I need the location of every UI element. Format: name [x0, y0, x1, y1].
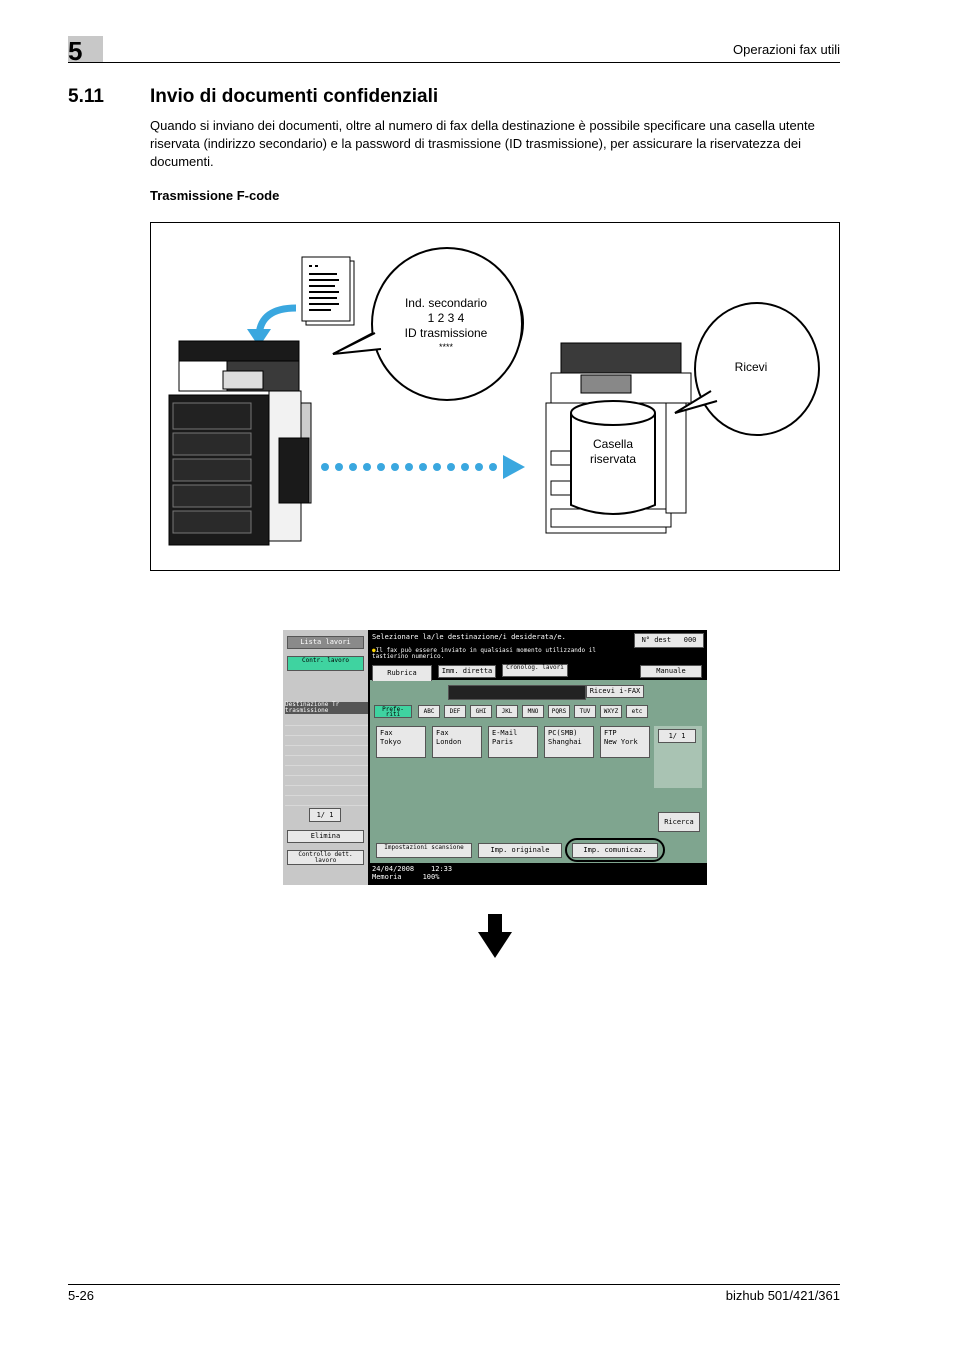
index-key-ghi[interactable]: GHI [470, 705, 492, 718]
index-key-abc[interactable]: ABC [418, 705, 440, 718]
callout-line: ID trasmissione [404, 326, 488, 340]
destination-list [285, 716, 368, 806]
control-panel-screen: Lista lavori Contr. lavoro Destinazione … [283, 630, 707, 885]
footer-rule [68, 1284, 840, 1285]
feed-arrow-icon [247, 304, 297, 347]
instruction-message: Selezionare la/le destinazione/i desider… [372, 633, 566, 641]
header-section-title: Operazioni fax utili [733, 42, 840, 57]
sender-callout-text: Ind. secondario 1 2 3 4 ID trasmissione … [381, 296, 511, 353]
sender-callout [332, 247, 525, 401]
mailbox-cylinder [570, 400, 656, 515]
destination-header: Destinazione Tr trasmissione [285, 702, 368, 714]
callout-line: 1 2 3 4 [427, 311, 465, 325]
tab-job-history[interactable]: Cronolog. lavori [502, 664, 568, 677]
callout-line: Ind. secondario [404, 296, 488, 310]
status-datetime: 24/04/2008 12:33 [372, 865, 452, 873]
scan-settings-button[interactable]: Impostazioni scansione [376, 843, 472, 858]
sender-mfp-icon [168, 340, 312, 546]
mailbox-line: Casella [592, 437, 634, 451]
tab-direct-input[interactable]: Imm. diretta [438, 665, 496, 678]
destination-name: London [436, 738, 462, 746]
fcode-illustration [168, 247, 820, 546]
callout-line: **** [438, 342, 453, 352]
index-key-mno[interactable]: MNO [522, 705, 544, 718]
comm-settings-button[interactable]: Imp. comunicaz. [572, 843, 658, 858]
index-key-jkl[interactable]: JKL [496, 705, 518, 718]
job-details-button[interactable]: Contr. lavoro [287, 656, 364, 671]
down-arrow-icon [478, 914, 512, 958]
screen-main-panel: Selezionare la/le destinazione/i desider… [370, 630, 707, 885]
chapter-box [68, 36, 103, 62]
status-bar: 24/04/2008 12:33 Memoria 100% [372, 865, 452, 881]
mailbox-label: Casella riservata [573, 437, 653, 467]
index-key-etc[interactable]: etc [626, 705, 648, 718]
page-number: 5-26 [68, 1288, 95, 1303]
fcode-figure: Ind. secondario 1 2 3 4 ID trasmissione … [150, 222, 840, 571]
status-memory: Memoria 100% [372, 873, 452, 881]
search-button[interactable]: Ricerca [658, 812, 700, 832]
check-job-button[interactable]: Controllo dett. lavoro [287, 850, 364, 865]
destination-smb-shanghai[interactable]: PC(SMB)Shanghai [544, 726, 594, 758]
receiver-callout [674, 302, 820, 436]
destination-type: E-Mail [492, 729, 518, 737]
section-title: Invio di documenti confidenziali [150, 86, 439, 107]
header-rule [68, 62, 840, 63]
receive-ifax-button[interactable]: Ricevi i-FAX [586, 685, 644, 698]
scan-settings-label: Impostazioni scansione [384, 844, 464, 851]
destination-type: Fax [436, 729, 449, 737]
dest-count-value: 000 [683, 636, 697, 644]
index-key-tuv[interactable]: TUV [574, 705, 596, 718]
subheading: Trasmissione F-code [150, 188, 280, 203]
destination-type: FTP [604, 729, 617, 737]
job-list-button[interactable]: Lista lavori [287, 636, 364, 649]
manual-button[interactable]: Manuale [640, 665, 702, 678]
transmission-arrow [321, 455, 525, 479]
destination-name: Shanghai [548, 738, 582, 746]
status-date: 24/04/2008 [372, 865, 415, 873]
memory-value: 100% [422, 873, 440, 881]
index-key-pqrs[interactable]: PQRS [548, 705, 570, 718]
destination-name: Paris [492, 738, 514, 746]
destination-type: PC(SMB) [548, 729, 578, 737]
destination-name: Tokyo [380, 738, 402, 746]
intro-paragraph: Quando si inviano dei documenti, oltre a… [150, 118, 815, 169]
destination-count: N° dest 000 [634, 633, 704, 648]
mailbox-line: riservata [589, 452, 636, 466]
index-key-favorites[interactable]: Prefe-riti [374, 705, 412, 718]
lightbulb-icon: ● [372, 647, 376, 654]
index-key-def[interactable]: DEF [444, 705, 466, 718]
section-number: 5.11 [68, 86, 104, 107]
index-key-wxyz[interactable]: WXYZ [600, 705, 622, 718]
highlight-ring [565, 838, 665, 862]
status-time: 12:33 [431, 865, 453, 873]
hint-text: ●Il fax può essere inviato in qualsiasi … [372, 648, 622, 660]
document-stack-icon [301, 256, 355, 326]
list-page-counter: 1/ 1 [658, 729, 696, 743]
dest-count-label: N° dest [641, 636, 672, 644]
left-page-counter: 1/ 1 [309, 808, 341, 822]
tab-address-book[interactable]: Rubrica [372, 665, 432, 681]
memory-label: Memoria [372, 873, 402, 881]
receiver-callout-text: Ricevi [734, 360, 768, 374]
original-settings-button[interactable]: Imp. originale [478, 843, 562, 858]
product-model: bizhub 501/421/361 [725, 1288, 840, 1303]
delete-button[interactable]: Elimina [287, 830, 364, 843]
hint-message: Il fax può essere inviato in qualsiasi m… [372, 647, 596, 660]
destination-name: New York [604, 738, 638, 746]
chapter-number: 5 [68, 36, 83, 66]
search-field[interactable] [448, 685, 586, 700]
destination-type: Fax [380, 729, 393, 737]
